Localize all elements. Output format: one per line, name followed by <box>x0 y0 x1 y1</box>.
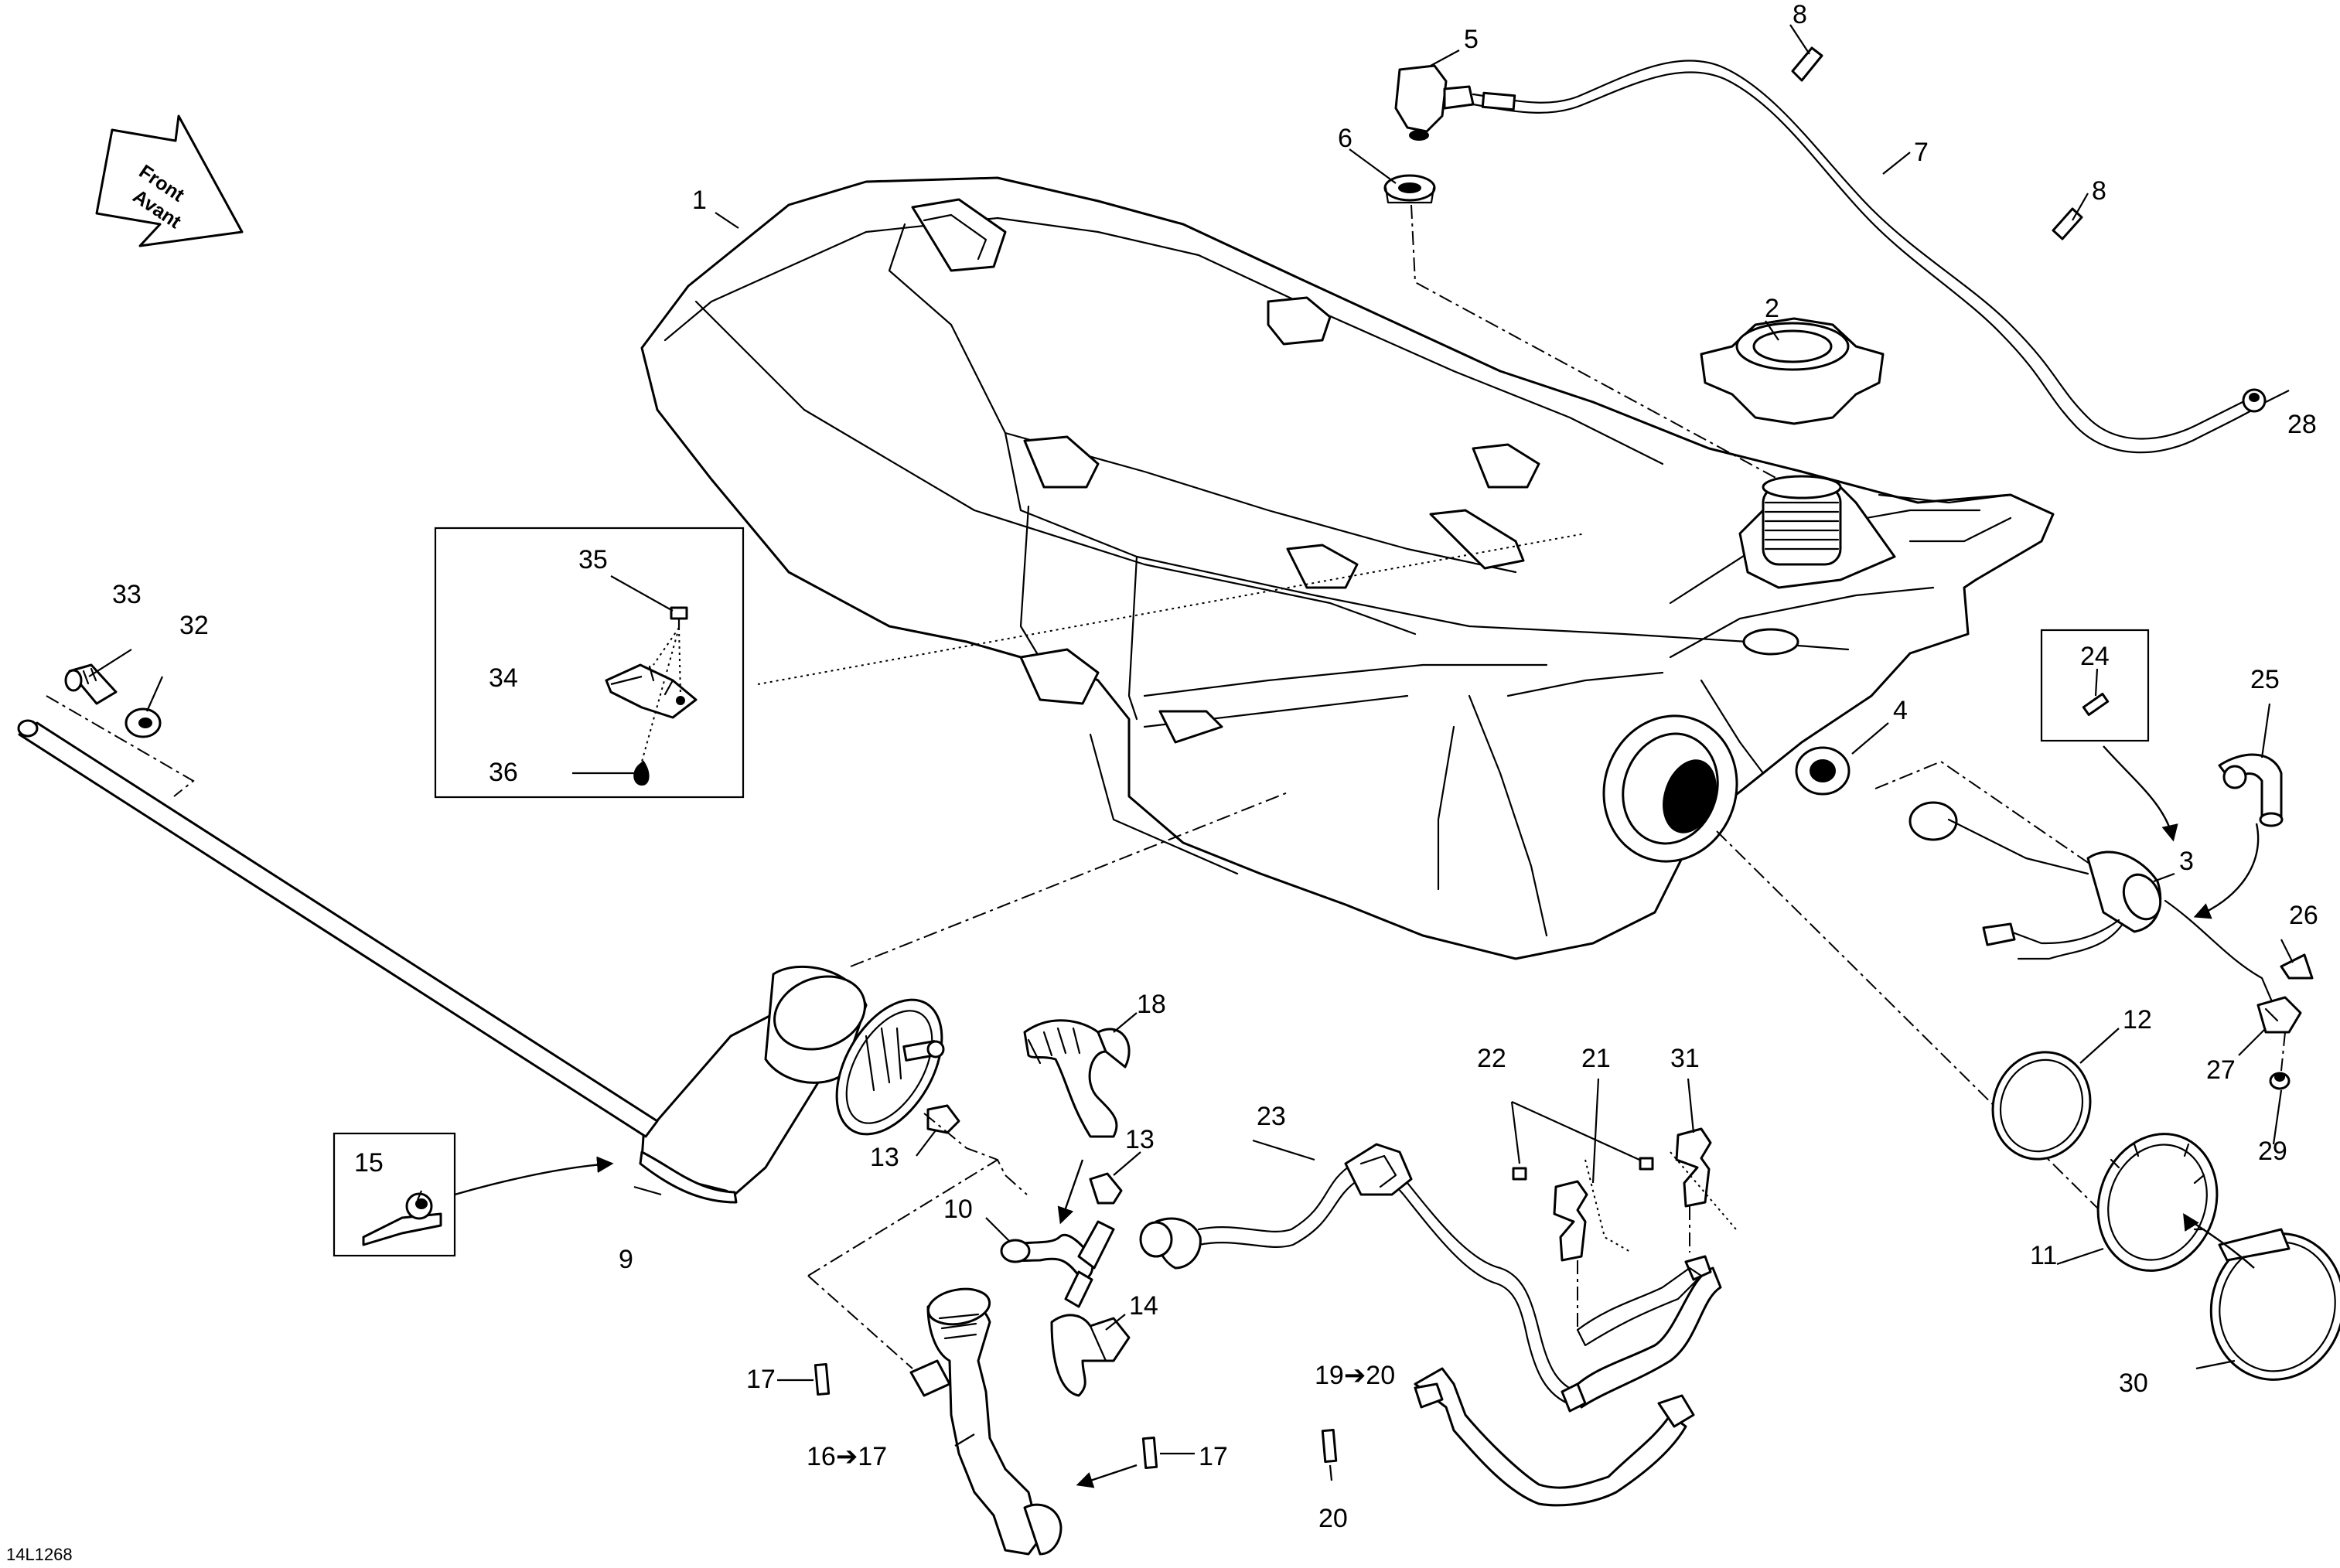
callout-13b: 13 <box>1125 1125 1155 1154</box>
callout-15: 15 <box>354 1148 384 1178</box>
callout-7: 7 <box>1914 138 1929 167</box>
callout-5: 5 <box>1464 25 1479 54</box>
vent-hose <box>1472 60 2260 454</box>
callout-12: 12 <box>2123 1005 2152 1035</box>
clip-17a <box>814 1362 831 1396</box>
bracket-21 <box>1553 1180 1588 1262</box>
callout-16: 16➔17 <box>807 1442 887 1471</box>
callout-17a: 17 <box>746 1365 776 1394</box>
fuel-tube <box>17 719 659 1138</box>
screw-35 <box>670 606 688 629</box>
callout-13a: 13 <box>870 1143 899 1172</box>
clip-17b <box>1141 1436 1158 1470</box>
callout-3: 3 <box>2179 847 2194 876</box>
callout-10: 10 <box>943 1195 973 1224</box>
vent-valve <box>1394 64 1475 141</box>
lock-ring-11 <box>2096 1133 2219 1272</box>
nut-36 <box>633 760 650 786</box>
callout-4: 4 <box>1893 696 1908 725</box>
vent-tube-25 <box>2218 753 2284 827</box>
front-direction-arrow: Front Avant <box>95 114 244 247</box>
callout-27: 27 <box>2206 1055 2236 1085</box>
fuel-pump-module <box>639 965 945 1204</box>
clamp-30 <box>2209 1228 2340 1381</box>
clip-20 <box>1321 1428 1338 1464</box>
callout-28: 28 <box>2287 410 2317 439</box>
hose-assembly-16 <box>909 1287 1063 1556</box>
callout-32: 32 <box>179 611 209 640</box>
screw-22b <box>1639 1157 1654 1171</box>
grommet <box>1383 174 1436 204</box>
callout-9: 9 <box>619 1245 633 1274</box>
callout-23: 23 <box>1257 1102 1286 1131</box>
callout-18: 18 <box>1137 990 1166 1019</box>
callout-34: 34 <box>489 663 518 693</box>
grommet-4 <box>1795 746 1851 796</box>
callout-17b: 17 <box>1199 1442 1228 1471</box>
callout-6: 6 <box>1338 124 1352 153</box>
hose-10 <box>1000 1220 1115 1308</box>
fuel-filter-inset <box>333 1132 456 1257</box>
clip-27 <box>2256 996 2302 1034</box>
clamp-13b <box>1089 1172 1123 1205</box>
hose-clip-14 <box>1050 1314 1131 1397</box>
hose-assembly-19 <box>1414 1367 1695 1507</box>
callout-31: 31 <box>1670 1044 1700 1073</box>
callout-2: 2 <box>1765 294 1779 323</box>
callout-30: 30 <box>2119 1369 2148 1398</box>
callout-11: 11 <box>2030 1241 2057 1270</box>
callout-29: 29 <box>2258 1137 2287 1166</box>
callout-20: 20 <box>1318 1504 1348 1533</box>
o-ring-12 <box>1991 1051 2092 1161</box>
drawing-code: 14L1268 <box>6 1545 73 1564</box>
fuel-cap <box>1700 317 1885 425</box>
callout-8b: 8 <box>2092 176 2106 206</box>
fuse-inset <box>2040 629 2150 742</box>
bracket-detail-inset <box>434 527 745 799</box>
callout-8a: 8 <box>1793 0 1807 29</box>
clip-26 <box>2280 953 2314 980</box>
callout-1: 1 <box>692 186 707 215</box>
clamp-13a <box>926 1104 960 1134</box>
callout-22: 22 <box>1477 1044 1506 1073</box>
fuel-tank <box>640 176 2055 960</box>
callout-33: 33 <box>112 580 142 609</box>
callout-35: 35 <box>578 545 608 574</box>
callout-36: 36 <box>489 758 518 787</box>
callout-24: 24 <box>2080 642 2110 671</box>
bracket-31 <box>1675 1127 1712 1208</box>
screw-22a <box>1512 1167 1527 1181</box>
fuel-line-23 <box>1139 1143 1722 1413</box>
fuel-level-sensor <box>1908 801 2275 1007</box>
hose-fitting-28 <box>2242 388 2267 413</box>
callout-21: 21 <box>1581 1044 1611 1073</box>
quick-connect-fitting-33 <box>64 663 118 705</box>
grommet-29 <box>2269 1072 2291 1090</box>
callout-19: 19➔20 <box>1315 1361 1395 1390</box>
callout-14: 14 <box>1129 1291 1158 1321</box>
hose-elbow-18 <box>1023 1019 1131 1138</box>
hose-clip-8a <box>1791 46 1823 82</box>
callout-26: 26 <box>2289 901 2318 930</box>
callout-25: 25 <box>2250 665 2280 694</box>
washer-32 <box>125 707 162 738</box>
